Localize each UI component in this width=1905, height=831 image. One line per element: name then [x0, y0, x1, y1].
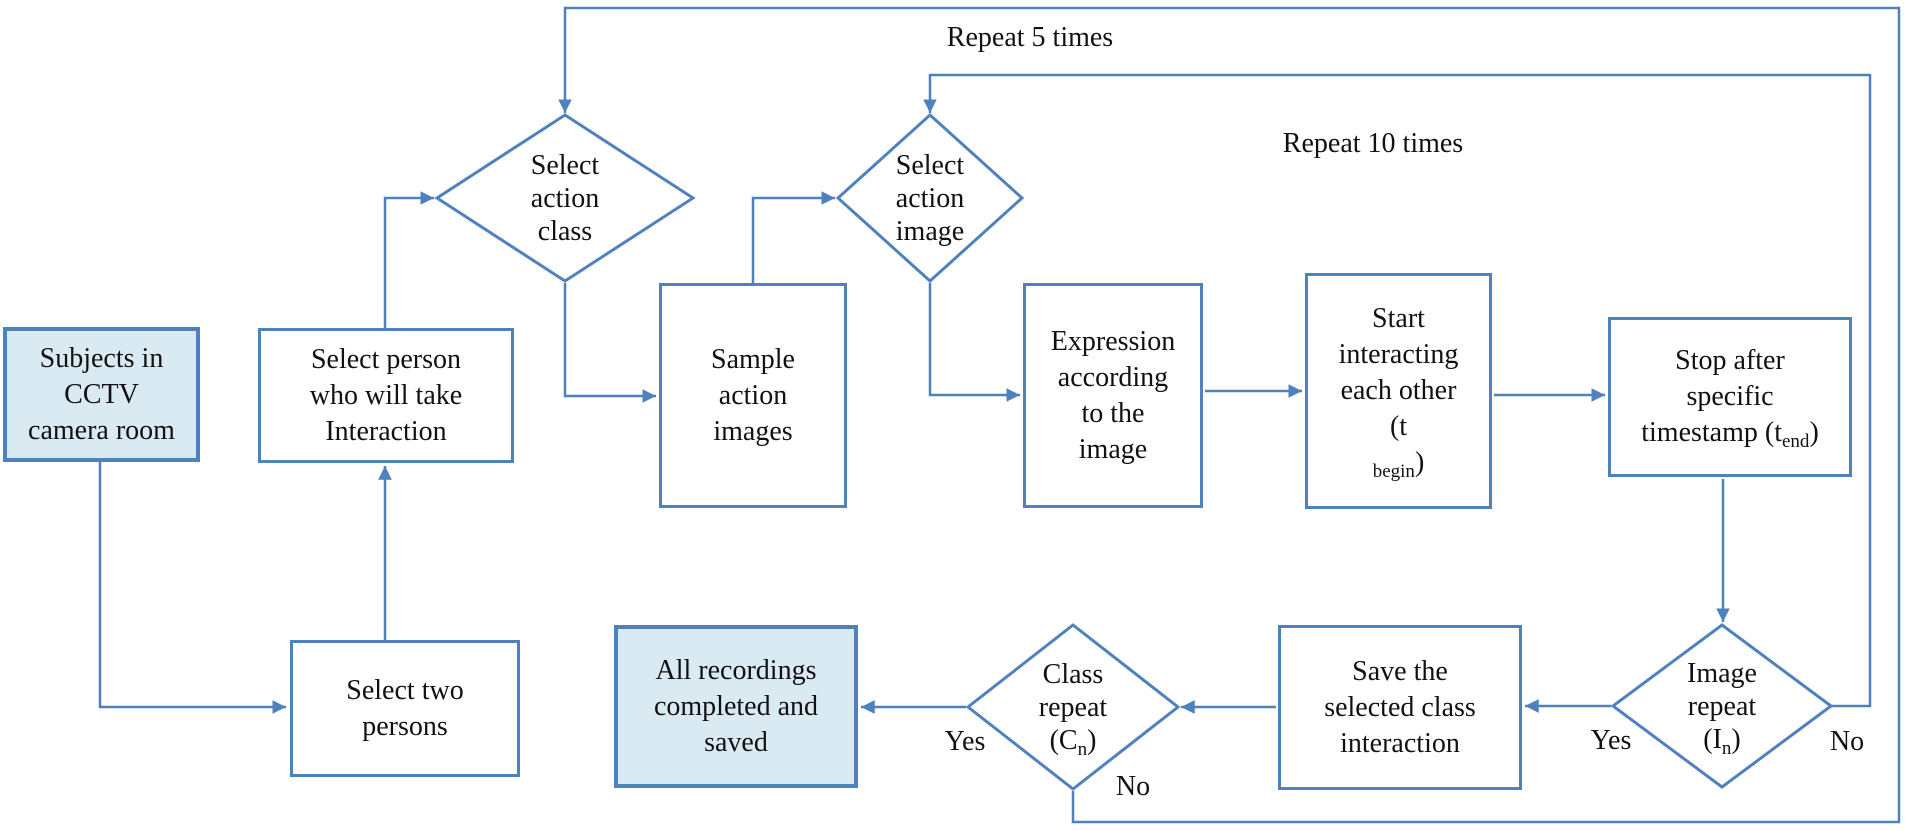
diamond-select-action-image [835, 112, 1025, 284]
label-repeat-5-times: Repeat 5 times [946, 22, 1114, 53]
arrow-select-class-to-sample [563, 283, 656, 403]
node-expression-according-image: Expression according to the image [1023, 283, 1203, 508]
node-expression-text: Expression according to the image [1050, 325, 1176, 465]
node-select-two-persons-text: Select two persons [346, 674, 464, 742]
arrow-select-person-to-select-class [383, 191, 434, 328]
node-select-two-persons: Select two persons [290, 640, 520, 777]
node-sample-action-images: Sample action images [659, 283, 847, 508]
node-stop-after-timestamp-text: Stop after specific timestamp (tend) [1641, 345, 1819, 452]
arrow-subjects-to-select-two [98, 462, 286, 714]
arrow-image-repeat-no-loop [923, 73, 1872, 708]
node-sample-action-images-text: Sample action images [711, 343, 795, 447]
node-save-selected-class: Save the selected class interaction [1278, 625, 1522, 790]
label-class-repeat-no: No [1115, 771, 1151, 802]
diamond-class-repeat [965, 623, 1181, 791]
node-select-person: Select person who will take Interaction [258, 328, 514, 463]
node-save-selected-class-text: Save the selected class interaction [1324, 655, 1476, 759]
node-subjects-text: Subjects in CCTV camera room [28, 342, 175, 446]
node-stop-after-timestamp: Stop after specific timestamp (tend) [1608, 317, 1852, 477]
label-class-repeat-yes: Yes [944, 726, 986, 757]
node-all-recordings-saved: All recordings completed and saved [614, 625, 858, 788]
diamond-select-action-class [434, 113, 696, 283]
node-subjects-in-cctv-room: Subjects in CCTV camera room [3, 327, 200, 462]
label-image-repeat-no: No [1829, 726, 1865, 757]
label-image-repeat-yes: Yes [1590, 725, 1632, 756]
label-repeat-10-times: Repeat 10 times [1282, 128, 1464, 159]
diamond-image-repeat [1610, 623, 1834, 789]
arrow-select-image-to-expression [928, 283, 1020, 402]
node-all-recordings-saved-text: All recordings completed and saved [653, 654, 819, 758]
arrow-class-repeat-no-loop [558, 6, 1901, 824]
node-select-person-text: Select person who will take Interaction [309, 343, 463, 447]
arrow-sample-to-select-image [751, 191, 835, 285]
